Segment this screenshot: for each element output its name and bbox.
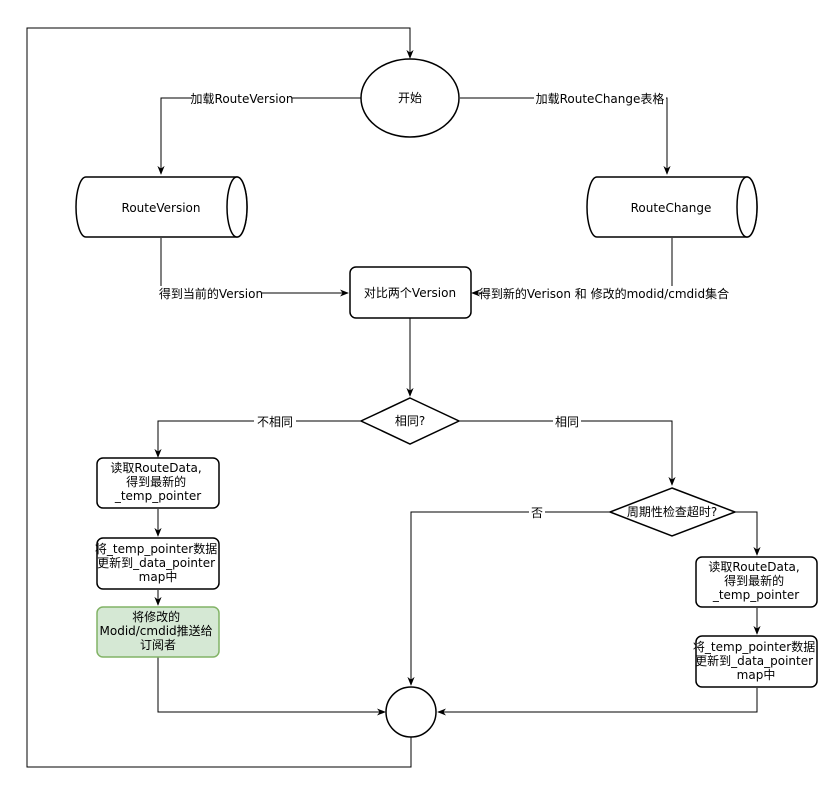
svg-text:周期性检查超时?: 周期性检查超时?: [627, 504, 717, 519]
svg-text:读取RouteData, 得到最新的: 读取RouteData, 得到最新的 _temp_pointer: [708, 560, 803, 602]
node-merge-circle[interactable]: [385, 686, 437, 738]
edge-label-load-routeversion: 加载RouteVersion: [191, 91, 294, 106]
svg-text:将修改的 Modid/cmdid推送给: 将修改的 Modid/cmdid推送给 订阅者: [100, 609, 217, 652]
svg-text:加载RouteChange表格: 加载RouteChange表格: [536, 91, 665, 106]
edge-push-to-merge: [157, 657, 386, 716]
svg-text:否: 否: [531, 506, 543, 520]
svg-text:相同?: 相同?: [395, 414, 425, 428]
svg-text:读取RouteData, 得到最新的: 读取RouteData, 得到最新的 _temp_pointer: [110, 461, 205, 503]
node-update-pointer-left[interactable]: 将_temp_pointer数据 更新到_data_pointer map中: [95, 537, 221, 590]
edge-loop-back: [26, 27, 414, 768]
svg-text:RouteChange: RouteChange: [631, 201, 712, 215]
edge-start-to-routeversion: [157, 97, 362, 175]
edge-update-right-to-merge: [437, 688, 758, 716]
svg-text:将_temp_pointer数据 更新到_dat: 将_temp_pointer数据 更新到_data_pointer map中: [95, 541, 221, 584]
svg-text:得到当前的Version: 得到当前的Version: [159, 286, 263, 301]
edge-label-get-current-version: 得到当前的Version: [159, 286, 263, 301]
svg-text:对比两个Version: 对比两个Version: [364, 286, 456, 300]
edge-label-get-new-version: 得到新的Verison 和 修改的modid/cmdid集合: [479, 286, 729, 301]
node-push-subscribers[interactable]: 将修改的 Modid/cmdid推送给 订阅者: [96, 606, 220, 658]
node-routechange-db[interactable]: RouteChange: [586, 176, 758, 238]
edge-routeversion-to-compare: [160, 238, 349, 297]
edge-label-load-routechange: 加载RouteChange表格: [534, 91, 666, 106]
svg-text:相同: 相同: [555, 415, 579, 429]
edge-routechange-to-compare: [471, 238, 673, 297]
edge-start-to-routechange: [460, 97, 671, 175]
edge-timeout-no: [407, 511, 610, 686]
svg-text:RouteVersion: RouteVersion: [122, 201, 201, 215]
edge-same: [459, 420, 676, 486]
edge-timeout-yes: [735, 511, 761, 556]
svg-text:不相同: 不相同: [257, 415, 293, 429]
node-routeversion-db[interactable]: RouteVersion: [75, 176, 248, 238]
svg-text:加载RouteVersion: 加载RouteVersion: [191, 92, 294, 106]
node-compare[interactable]: 对比两个Version: [349, 266, 472, 319]
node-start[interactable]: 开始: [360, 58, 460, 138]
node-same-decision[interactable]: 相同?: [359, 397, 461, 445]
svg-text:得到新的Verison 和 修改的modid/cmdid集合: 得到新的Verison 和 修改的modid/cmdid集合: [479, 286, 729, 301]
edge-label-same: 相同: [553, 414, 581, 429]
edge-label-no: 否: [529, 505, 545, 520]
node-update-pointer-right[interactable]: 将_temp_pointer数据 更新到_data_pointer map中: [693, 635, 819, 688]
svg-text:开始: 开始: [398, 91, 422, 105]
node-read-routedata-right[interactable]: 读取RouteData, 得到最新的 _temp_pointer: [695, 556, 818, 608]
node-read-routedata-left[interactable]: 读取RouteData, 得到最新的 _temp_pointer: [96, 457, 220, 509]
node-periodic-timeout-decision[interactable]: 周期性检查超时?: [607, 487, 738, 537]
edge-label-not-same: 不相同: [254, 414, 296, 429]
svg-text:将_temp_pointer数据 更新到_dat: 将_temp_pointer数据 更新到_data_pointer map中: [693, 639, 819, 682]
